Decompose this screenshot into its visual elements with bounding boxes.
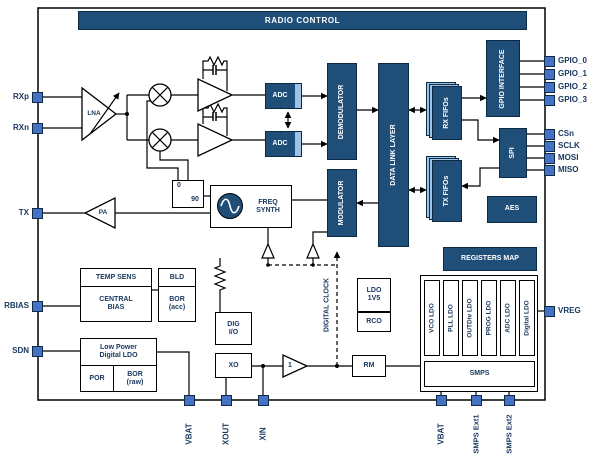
block-adc-i: ADC [265, 83, 302, 109]
freq-synth-label: FREQ SYNTH [256, 199, 280, 214]
low-power-ldo-label: Low Power Digital LDO [99, 344, 138, 359]
lna-label: LNA [87, 110, 101, 118]
lna-amplifier-icon [81, 86, 118, 142]
block-smps: SMPS [424, 361, 535, 387]
pin-xout [220, 395, 232, 406]
pin-label-xin: XIN [258, 427, 268, 441]
temp-sens-label: TEMP SENS [95, 273, 137, 281]
pin-sclk [544, 140, 555, 152]
block-xo: XO [215, 353, 252, 378]
pin-vbat [183, 395, 195, 406]
pin-gpio2 [544, 81, 555, 93]
central-bias-label: CENTRAL BIAS [99, 296, 133, 311]
pin-label-rbias: RBIAS [4, 301, 29, 310]
capacitor-icon [212, 65, 217, 75]
phase-0-label: 0 [177, 182, 181, 190]
block-dig-io: DIG I/O [215, 312, 252, 345]
block-adc-q: ADC [265, 131, 302, 157]
block-modulator: MODULATOR [327, 169, 357, 237]
block-rm: RM [352, 355, 386, 377]
block-aes: AES [487, 196, 537, 223]
digital-clock-label: DIGITAL CLOCK [323, 277, 331, 333]
pin-rbias [32, 300, 43, 312]
block-rx-fifos: RX FIFOs [432, 86, 462, 140]
bor-raw-label: BOR (raw) [126, 370, 144, 386]
pin-label-smps-ext2: SMPS Ext2 [504, 414, 514, 454]
block-bld-bor: BLD BOR (acc) [158, 268, 196, 322]
block-pll-ldo: PLL LDO [443, 280, 459, 356]
pin-label-gpio0: GPIO_0 [558, 56, 587, 65]
clock-buffer-icon [261, 242, 275, 259]
block-demodulator: DEMODULATOR [327, 63, 357, 160]
block-registers-map: REGISTERS MAP [443, 247, 537, 271]
por-label: POR [89, 374, 105, 382]
oscillator-icon [217, 193, 243, 219]
block-gpio-interface: GPIO INTERFACE [486, 40, 520, 117]
symbols [81, 77, 339, 379]
block-prog-ldo: PROG LDO [481, 280, 497, 356]
pa-label: PA [98, 209, 108, 217]
pin-label-csn: CSn [558, 129, 574, 138]
block-adc-ldo: ADC LDO [500, 280, 516, 356]
pin-rxp [32, 91, 43, 103]
chip-boundary [37, 7, 546, 401]
pin-tx [32, 207, 43, 219]
baseband-amp-top-icon [197, 77, 234, 113]
baseband-amp-bottom-icon [197, 122, 234, 158]
clock-buffer-icon [306, 242, 320, 259]
pin-miso [544, 164, 555, 176]
block-vco-ldo: VCO LDO [424, 280, 440, 356]
mixer-top-icon [148, 83, 172, 107]
block-phase-splitter [172, 180, 204, 208]
block-spi: SPI [499, 128, 527, 178]
pin-label-rxp: RXp [13, 92, 29, 101]
pin-gpio1 [544, 68, 555, 80]
pa-amplifier-icon [83, 196, 116, 230]
block-outdiv-ldo: OUTDiv LDO [462, 280, 478, 356]
pin-mosi [544, 152, 555, 164]
rbias-resistor-symbol [213, 258, 227, 312]
mixer-bottom-icon [148, 128, 172, 152]
pin-gpio0 [544, 55, 555, 67]
variable-gain-arrow-icon [89, 92, 120, 135]
block-radio-control: RADIO CONTROL [78, 11, 527, 30]
capacitor-icon [212, 112, 217, 121]
pin-smps-ext2 [503, 395, 515, 406]
pin-csn [544, 128, 555, 140]
pin-label-rxn: RXn [13, 123, 29, 132]
block-tx-fifos: TX FIFOs [432, 160, 462, 222]
buffer-gain-label: 1 [288, 362, 292, 370]
pin-label-vreg: VREG [558, 306, 581, 315]
block-central-bias: TEMP SENS CENTRAL BIAS [80, 268, 152, 322]
pin-sdn [32, 345, 43, 357]
pin-label-gpio1: GPIO_1 [558, 69, 587, 78]
block-low-power-ldo: Low Power Digital LDO POR BOR (raw) [80, 338, 157, 392]
block-rco: RCO [357, 312, 391, 332]
pin-label-sdn: SDN [12, 346, 29, 355]
bor-acc-label: BOR (acc) [168, 296, 186, 311]
block-ldo-1v5: LDO 1V5 [357, 278, 391, 312]
pin-label-miso: MISO [558, 165, 579, 174]
xtal-buffer-icon [282, 353, 309, 379]
phase-90-label: 90 [191, 196, 199, 204]
pin-vreg [544, 305, 555, 317]
pin-label-tx: TX [18, 208, 29, 217]
block-freq-synth [210, 185, 292, 228]
pin-vbat-smps [435, 395, 447, 406]
feedback-rc-top [202, 55, 228, 91]
wires [43, 55, 544, 396]
pin-label-gpio2: GPIO_2 [558, 82, 587, 91]
pin-xin [257, 395, 269, 406]
block-digital-ldo: Digital LDO [519, 280, 535, 356]
pin-label-mosi: MOSI [558, 153, 579, 162]
pin-label-gpio3: GPIO_3 [558, 95, 587, 104]
block-data-link-layer: DATA LINK LAYER [378, 63, 409, 247]
pin-smps-ext1 [470, 395, 482, 406]
pin-label-sclk: SCLK [558, 141, 580, 150]
bld-label: BLD [169, 273, 185, 281]
pin-gpio3 [544, 94, 555, 106]
pin-rxn [32, 122, 43, 134]
